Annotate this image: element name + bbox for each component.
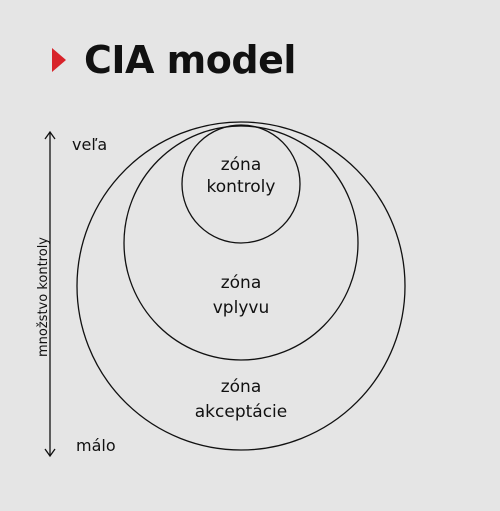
axis-bottom-label: málo [76, 436, 116, 455]
zone-control-line2: kontroly [207, 177, 276, 197]
axis-arrow-down-icon [44, 448, 56, 458]
title-row: CIA model [52, 38, 296, 82]
zone-control-circle [181, 124, 301, 244]
zone-acceptance-circle [76, 121, 406, 451]
axis-top-label: veľa [72, 135, 107, 154]
zone-acceptance-line1: zóna [221, 377, 262, 397]
zone-influence-label: zóna vplyvu [213, 273, 269, 318]
axis-title: množstvo kontroly [36, 237, 51, 357]
control-axis [44, 130, 56, 458]
zone-acceptance-line2: akceptácie [195, 402, 287, 422]
zone-acceptance-label: zóna akceptácie [195, 377, 287, 422]
zone-influence-line1: zóna [221, 273, 262, 293]
zone-influence-circle [123, 125, 359, 361]
page-title: CIA model [84, 38, 296, 82]
zone-influence-line2: vplyvu [213, 298, 269, 318]
axis-arrow-up-icon [44, 130, 56, 140]
zone-control-label: zóna kontroly [207, 155, 276, 197]
title-marker-icon [52, 48, 66, 72]
zone-control-line1: zóna [221, 155, 262, 175]
